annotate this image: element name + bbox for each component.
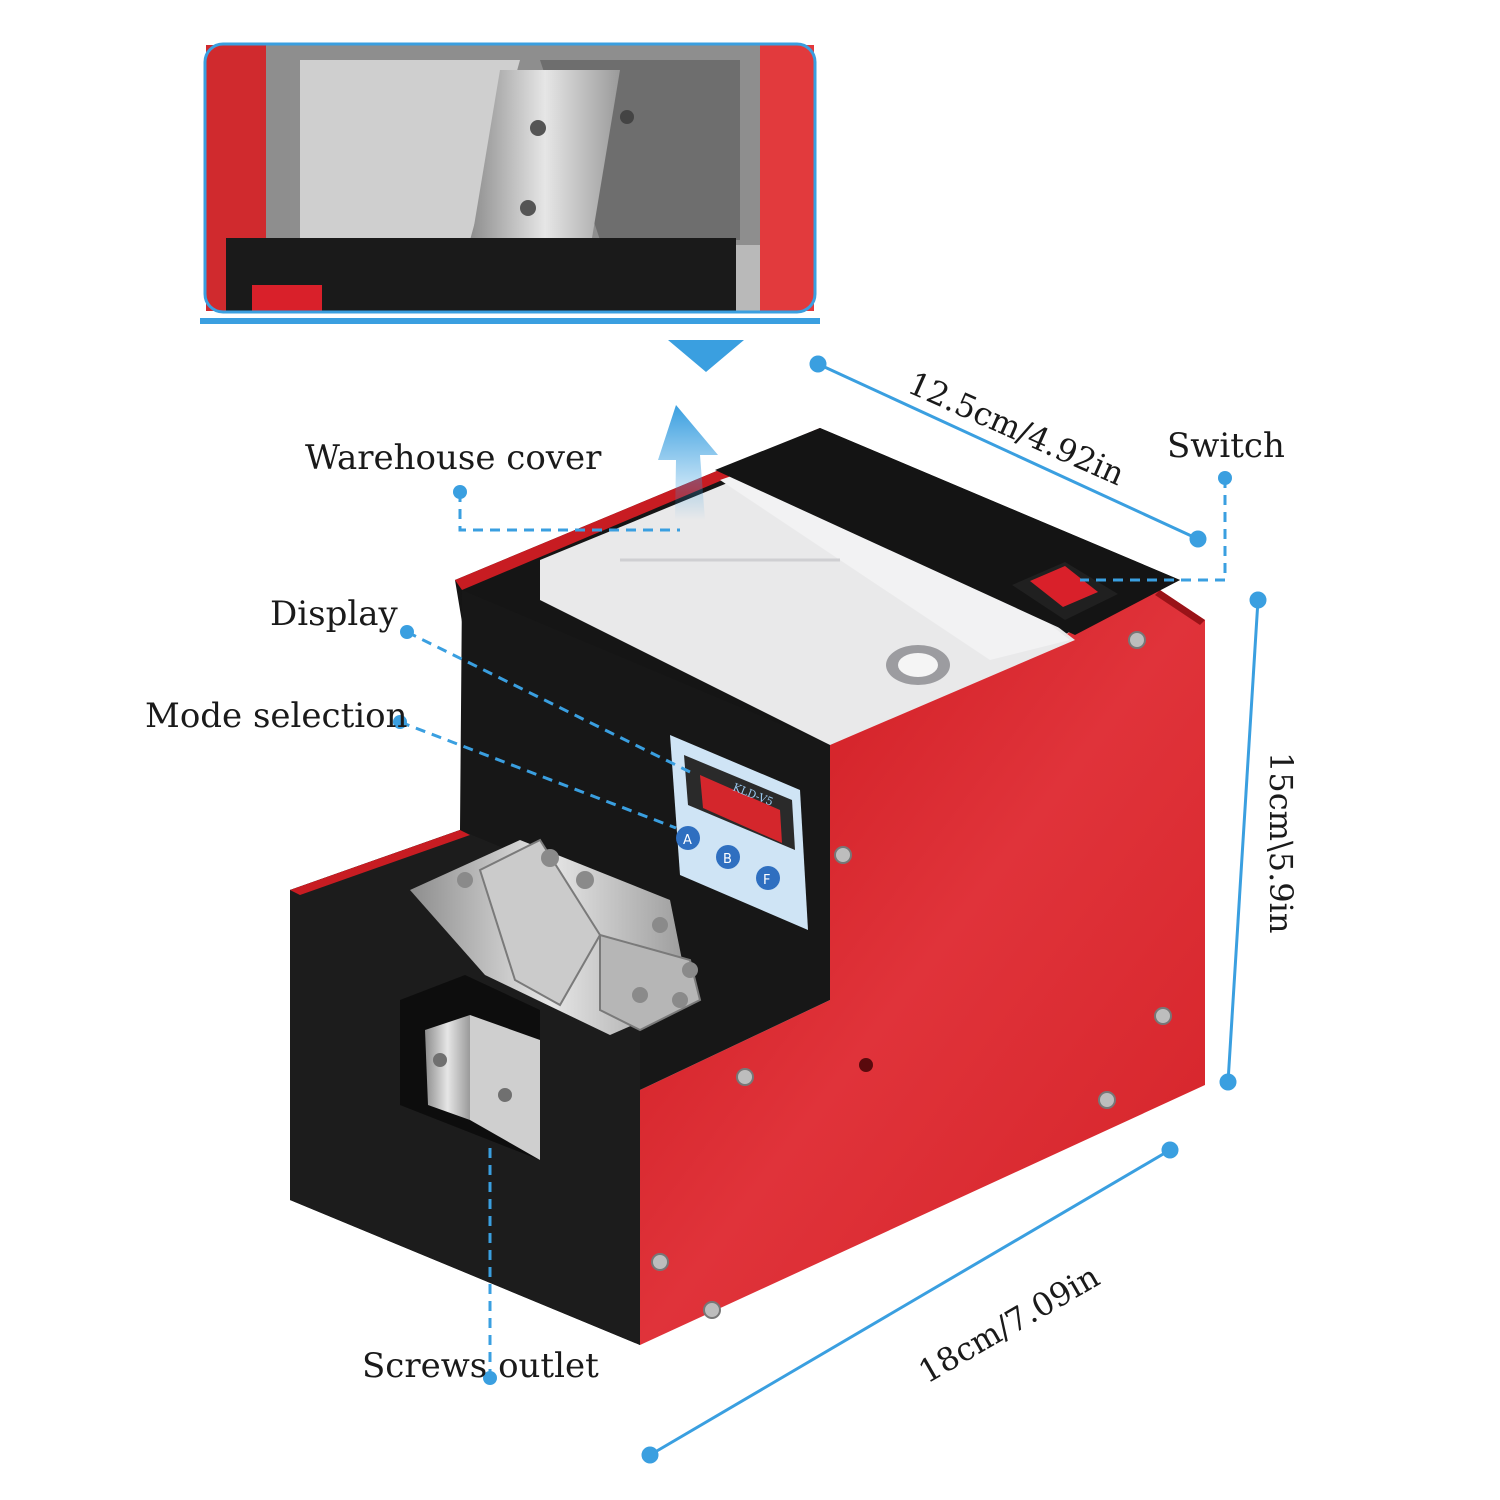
screw-feeder-machine: KLD-V5 A B F <box>290 428 1205 1345</box>
warehouse-cover-label: Warehouse cover <box>305 438 602 478</box>
callout-dots <box>393 471 1232 1385</box>
screws-outlet-slot <box>400 975 540 1160</box>
inset-closeup <box>200 45 820 372</box>
power-switch <box>1012 562 1118 620</box>
mode-selection-label: Mode selection <box>145 696 408 736</box>
switch-label: Switch <box>1167 426 1285 466</box>
inset-frame <box>203 42 817 314</box>
button-f-label: F <box>763 873 770 888</box>
screw-rail <box>410 838 702 1035</box>
button-b-label: B <box>723 852 732 867</box>
display-label: Display <box>270 594 398 634</box>
dimension-lines <box>641 355 1267 1464</box>
screws-outlet-label: Screws outlet <box>362 1346 599 1386</box>
panel-bolts <box>651 631 1172 1319</box>
display-panel: KLD-V5 A B F <box>670 735 808 930</box>
button-a-label: A <box>683 833 692 848</box>
height-dimension: 15cm\5.9in <box>1262 752 1300 934</box>
lift-arrow <box>658 405 718 520</box>
callout-lines <box>399 478 1227 1378</box>
